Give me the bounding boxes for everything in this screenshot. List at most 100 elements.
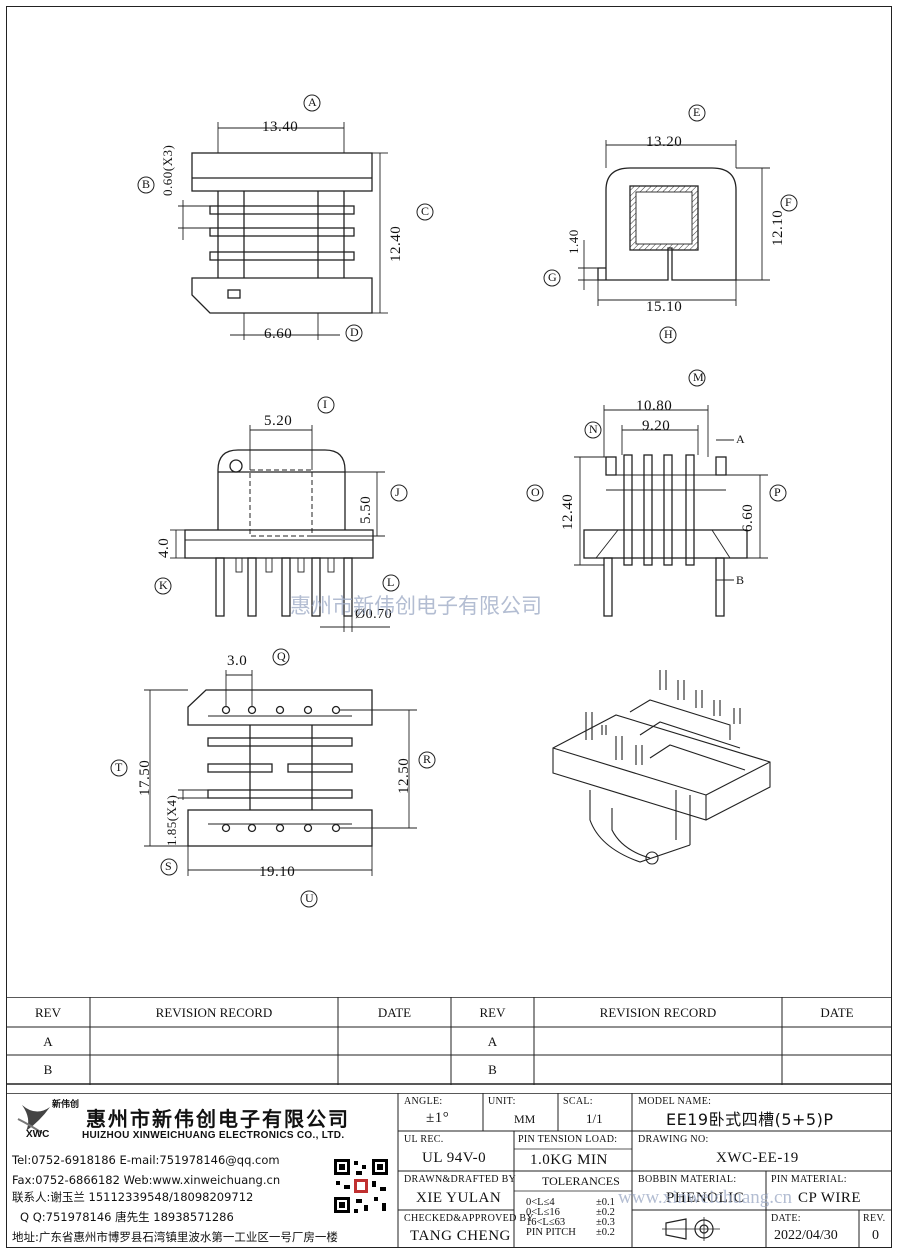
unit-label: UNIT: [488, 1096, 516, 1107]
company-name-en: HUIZHOU XINWEICHUANG ELECTRONICS CO., LT… [82, 1130, 345, 1141]
tol-value: ±0.2 [596, 1227, 615, 1238]
side-view-top [543, 104, 798, 344]
rev-header: REV [35, 1005, 61, 1020]
logo-text: 新伟创 [52, 1100, 80, 1110]
callout-label: R [423, 752, 432, 766]
dim-text: 5.50 [358, 495, 374, 524]
callout-label: P [774, 485, 781, 499]
tolerances-label: TOLERANCES [542, 1174, 620, 1188]
ul-label: UL REC. [404, 1134, 444, 1145]
isometric-view [552, 670, 771, 865]
callout-label: F [785, 195, 792, 209]
company-qq: Q Q:751978146 唐先生 18938571286 [20, 1210, 234, 1224]
angle-label: ANGLE: [404, 1096, 443, 1107]
rev-header: DATE [377, 1005, 412, 1020]
front-view [137, 94, 434, 342]
technical-drawing [110, 94, 798, 908]
bobbin-value: PHENOLIC [666, 1190, 745, 1206]
drawing-frame [6, 6, 892, 1248]
dim-text: 10.80 [636, 398, 673, 414]
watermark-url: www.xinweichuang.cn [618, 1187, 792, 1208]
dim-text: 12.50 [396, 757, 412, 794]
drawing-value: XWC-EE-19 [716, 1150, 799, 1166]
tol-range: 0<L≤4 [526, 1197, 555, 1208]
callout-label: T [115, 760, 123, 774]
callout-label: U [305, 891, 314, 905]
company-fax: Fax:0752-6866182 Web:www.xinweichuang.cn [12, 1173, 281, 1187]
callout-label: M [693, 370, 704, 384]
callout-label: J [395, 485, 400, 499]
ul-value: UL 94V-0 [422, 1150, 487, 1166]
scale-label: SCAL: [563, 1096, 593, 1107]
checked-value: TANG CHENG [410, 1228, 511, 1244]
bobbin-label: BOBBIN MATERIAL: [638, 1174, 737, 1185]
unit-value: MM [514, 1112, 536, 1126]
callout-label: S [165, 859, 172, 873]
tol-range: 0<L≤16 [526, 1207, 560, 1218]
dim-text: 3.0 [227, 653, 248, 669]
tol-value: ±0.1 [596, 1197, 615, 1208]
annotations-layer: 13.40 0.60(X3) 12.40 6.60 A B C D 13.20 … [115, 95, 792, 905]
rev-label: REV. [863, 1213, 886, 1224]
logo-sub: XWC [26, 1129, 50, 1140]
dim-text: 0.60(X3) [160, 144, 175, 196]
dim-text: 12.10 [770, 209, 786, 246]
drawn-label: DRAWN&DRAFTED BY [404, 1174, 517, 1185]
callout-label: L [387, 575, 395, 589]
dim-text: 6.60 [264, 326, 293, 342]
rev-cell: A [43, 1034, 53, 1049]
angle-value: ±1° [426, 1110, 450, 1126]
rev-cell: B [488, 1062, 497, 1077]
callout-label: B [142, 177, 151, 191]
dim-text: 13.20 [646, 134, 683, 150]
callout-label: O [531, 485, 540, 499]
date-value: 2022/04/30 [774, 1228, 838, 1243]
dim-text: 13.40 [262, 119, 299, 135]
dim-text: 6.60 [740, 503, 756, 532]
pin-mat-value: CP WIRE [798, 1190, 862, 1206]
tol-value: ±0.3 [596, 1217, 615, 1228]
company-contact: 联系人:谢玉兰 15112339548/18098209712 [12, 1190, 254, 1204]
dim-text: 1.40 [566, 229, 581, 254]
model-value: EE19卧式四槽(5+5)P [666, 1110, 834, 1129]
front-pins-view [154, 396, 408, 632]
rev-header: REV [479, 1005, 506, 1020]
side-pins-view [526, 369, 787, 617]
company-tel: Tel:0752-6918186 E-mail:751978146@qq.com [12, 1153, 280, 1167]
dim-text: 1.85(X4) [164, 794, 179, 846]
date-label: DATE: [771, 1213, 801, 1224]
callout-label: H [664, 327, 673, 341]
rev-cell: A [487, 1034, 498, 1049]
dim-text: 4.0 [156, 537, 172, 558]
model-label: MODEL NAME: [638, 1096, 712, 1107]
tol-value: ±0.2 [596, 1207, 615, 1218]
drawing-label: DRAWING NO: [638, 1134, 709, 1145]
title-block: 新伟创 XWC 惠州市新伟创电子有限公司 HUIZHOU XINWEICHUAN… [6, 1093, 892, 1248]
pin-tension-label: PIN TENSION LOAD: [518, 1134, 618, 1145]
tolerance-table: 0<L≤4±0.1 0<L≤16±0.2 16<L≤63±0.3 PIN PIT… [526, 1197, 615, 1238]
callout-label: A [308, 95, 317, 109]
pin-tension-value: 1.0KG MIN [530, 1152, 608, 1168]
dim-text: 19.10 [259, 864, 296, 880]
drawn-value: XIE YULAN [416, 1190, 502, 1206]
rev-header: REVISION RECORD [599, 1005, 717, 1020]
dim-text: 17.50 [137, 759, 153, 796]
scale-value: 1/1 [586, 1111, 603, 1126]
dim-text: 9.20 [642, 418, 671, 434]
pin-mat-label: PIN MATERIAL: [771, 1174, 847, 1185]
rev-value: 0 [872, 1228, 879, 1243]
company-address: 地址:广东省惠州市博罗县石湾镇里波水第一工业区一号厂房一楼 [12, 1230, 338, 1244]
revision-table: REV REVISION RECORD DATE REV REVISION RE… [6, 997, 892, 1085]
marker-label: A [736, 432, 745, 446]
callout-label: N [589, 422, 598, 436]
checked-label: CHECKED&APPROVED BY [404, 1213, 534, 1224]
callout-label: Q [277, 649, 286, 663]
callout-label: C [421, 204, 430, 218]
marker-label: B [736, 573, 745, 587]
qr-code [332, 1157, 390, 1215]
callout-label: E [693, 105, 701, 119]
tol-range: 16<L≤63 [526, 1217, 566, 1228]
dim-text: 15.10 [646, 299, 683, 315]
bottom-view [110, 648, 436, 908]
callout-label: D [350, 325, 359, 339]
